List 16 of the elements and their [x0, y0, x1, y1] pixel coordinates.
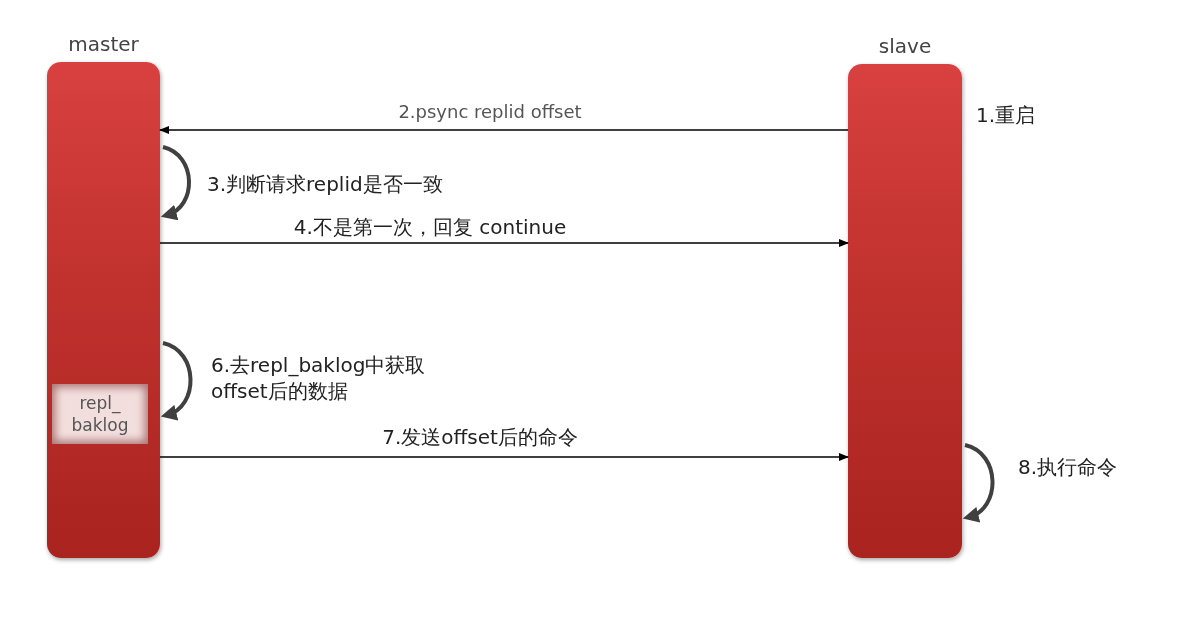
arrow: [159, 126, 849, 134]
node-heading: master: [67, 32, 140, 56]
node-heading: slave: [877, 34, 933, 58]
arrow: [159, 453, 849, 461]
curved-arrow: [161, 145, 191, 219]
edge-label: 8.执行命令: [1018, 454, 1118, 480]
edge-label: 7.发送offset后的命令: [381, 424, 579, 450]
curved-arrow: [161, 341, 193, 419]
buffer-box: repl_ baklog: [52, 384, 148, 444]
edge-label: 3.判断请求replid是否一致: [207, 171, 444, 197]
arrow: [159, 239, 849, 247]
edge-label: 6.去repl_baklog中获取 offset后的数据: [211, 352, 427, 404]
edge-label: 2.psync replid offset: [397, 100, 583, 124]
edge-label: 4.不是第一次，回复 continue: [292, 214, 568, 240]
curved-arrow: [963, 443, 995, 521]
step-label: 1.重启: [976, 102, 1036, 129]
